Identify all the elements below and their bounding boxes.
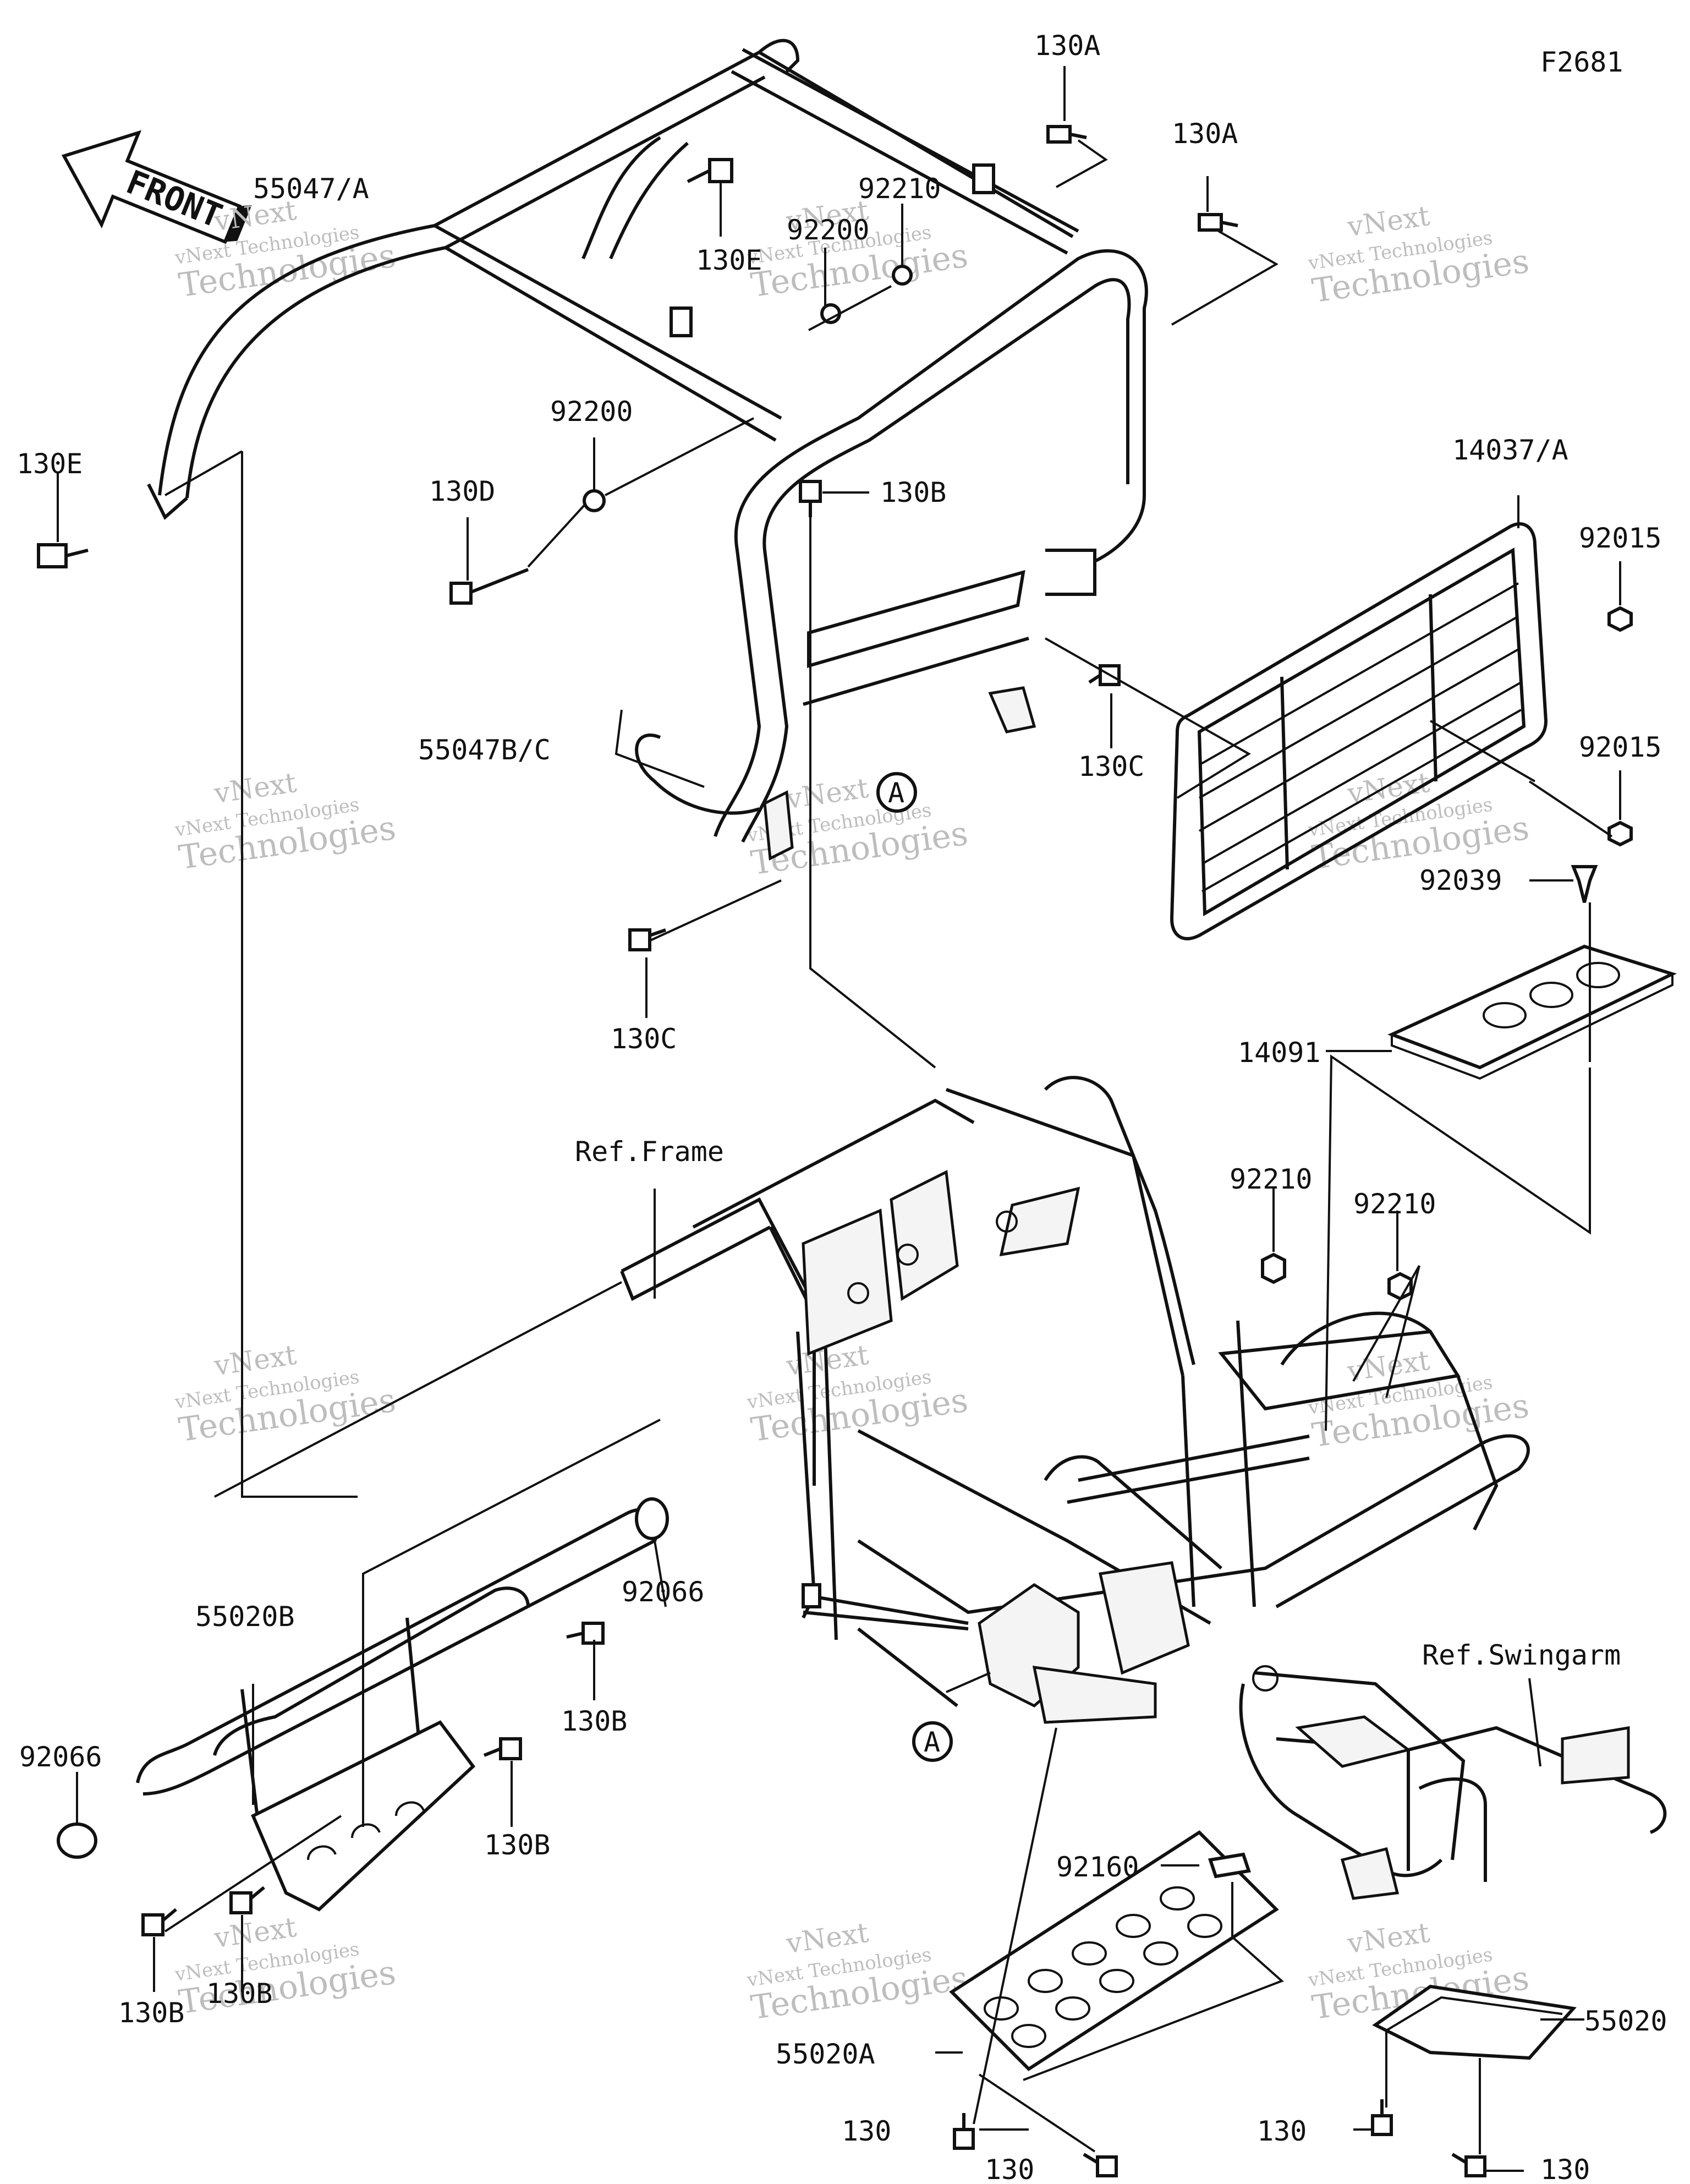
bolt-icon-130b-1 xyxy=(566,1622,605,1645)
label-ref-frame: Ref.Frame xyxy=(575,1136,724,1168)
label-92210-a: 92210 xyxy=(1230,1163,1313,1195)
label-130-3: 130 xyxy=(1257,2115,1307,2147)
label-92210-b: 92210 xyxy=(1353,1188,1436,1220)
watermark-lower-center: vNext vNext Technologies Technologies xyxy=(745,1339,970,1449)
skid-plate-14091 xyxy=(1387,944,1677,1080)
nut-icon-92210-a xyxy=(1261,1252,1286,1284)
clip-icon-92039 xyxy=(1571,865,1598,903)
watermark-bottom-center: vNext vNext Technologies Technologies xyxy=(745,1917,970,2027)
bolt-icon-130e-left xyxy=(37,543,89,568)
label-92200-top: 92200 xyxy=(787,214,870,246)
skid-plate-55020 xyxy=(1372,1984,1577,2060)
bolt-icon-130-2 xyxy=(1083,2153,1118,2177)
figure-code: F2681 xyxy=(1540,46,1623,78)
bolt-icon-130-3 xyxy=(1371,2099,1393,2136)
watermark-top-right: vNext vNext Technologies Technologies xyxy=(1307,200,1532,310)
label-130-1: 130 xyxy=(842,2115,891,2147)
label-130b-3: 130B xyxy=(118,1997,184,2029)
label-55020a: 55020A xyxy=(776,2038,875,2070)
label-130a-1: 130A xyxy=(1034,30,1100,62)
label-130a-2: 130A xyxy=(1172,118,1238,150)
label-55047a: 55047/A xyxy=(253,173,369,205)
label-130b-top: 130B xyxy=(880,477,946,508)
washer-icon-92210-top xyxy=(892,265,913,286)
label-92066-1: 92066 xyxy=(622,1576,705,1608)
cap-icon-92066-1 xyxy=(635,1497,669,1540)
label-92160: 92160 xyxy=(1056,1851,1139,1883)
label-92210-top: 92210 xyxy=(858,173,941,205)
label-92200-mid: 92200 xyxy=(550,396,633,428)
label-130e-left: 130E xyxy=(17,448,83,480)
svg-text:A: A xyxy=(888,777,904,809)
guard-55047bc xyxy=(635,249,1148,861)
label-92015-2: 92015 xyxy=(1579,731,1662,763)
svg-text:vNext: vNext xyxy=(784,1917,870,1959)
nut-icon-92015-1 xyxy=(1607,606,1633,632)
skid-plate-55020a xyxy=(949,1830,1279,2071)
pad-92160 xyxy=(1208,1852,1251,1879)
bolt-icon-130d xyxy=(449,568,529,605)
label-130c-2: 130C xyxy=(611,1023,677,1055)
watermark-mid-left: vNext vNext Technologies Technologies xyxy=(173,767,398,877)
label-130e-top: 130E xyxy=(696,244,762,276)
bolt-icon-130c-2 xyxy=(628,928,666,951)
front-arrow-label: FRONT xyxy=(121,163,228,236)
svg-text:vNext: vNext xyxy=(212,1339,298,1382)
label-130-2: 130 xyxy=(985,2154,1034,2184)
label-55020b: 55020B xyxy=(195,1601,295,1633)
swingarm xyxy=(1239,1665,1667,1900)
bolt-icon-130b-4 xyxy=(229,1886,265,1914)
nut-icon-92210-b xyxy=(1387,1272,1413,1301)
label-92039: 92039 xyxy=(1419,864,1502,896)
bolt-icon-130a-1 xyxy=(1046,125,1087,144)
label-55020: 55020 xyxy=(1584,2005,1667,2037)
watermark-bottom-left: vNext vNext Technologies Technologies xyxy=(173,1911,398,2022)
svg-text:vNext: vNext xyxy=(1345,1917,1431,1959)
bolt-icon-130c-1 xyxy=(1088,664,1121,686)
svg-text:vNext: vNext xyxy=(1345,200,1431,243)
guard-55047a xyxy=(147,39,1079,520)
svg-text:vNext: vNext xyxy=(212,767,298,809)
bolt-icon-130e-top xyxy=(687,158,733,183)
nut-icon-92015-2 xyxy=(1607,820,1633,847)
watermark-lower-left: vNext vNext Technologies Technologies xyxy=(173,1339,398,1449)
label-92015-1: 92015 xyxy=(1579,522,1662,554)
label-130b-1: 130B xyxy=(561,1705,627,1737)
svg-text:vNext: vNext xyxy=(784,772,870,815)
bolt-icon-130a-2 xyxy=(1198,213,1238,232)
svg-text:A: A xyxy=(924,1726,940,1758)
svg-text:vNext: vNext xyxy=(212,1911,298,1954)
label-92066-2: 92066 xyxy=(19,1741,102,1773)
label-130c-1: 130C xyxy=(1078,751,1144,782)
main-frame xyxy=(620,1076,1530,1724)
label-130-4: 130 xyxy=(1540,2154,1590,2184)
ref-marker-a-top: A xyxy=(876,772,917,813)
bolt-icon-130-4 xyxy=(1451,2153,1486,2177)
label-130b-4: 130B xyxy=(206,1978,272,2010)
label-14091: 14091 xyxy=(1238,1037,1321,1069)
cargo-rack-14037a xyxy=(1170,522,1548,940)
label-130b-2: 130B xyxy=(484,1829,550,1861)
washer-icon-92200-mid xyxy=(583,489,606,512)
label-130d: 130D xyxy=(429,475,495,507)
label-55047bc: 55047B/C xyxy=(418,734,551,766)
leader-lines xyxy=(57,66,1621,2172)
cap-icon-92066-2 xyxy=(57,1822,97,1859)
bolt-icon-130b-3 xyxy=(141,1908,177,1936)
ref-marker-a-bottom: A xyxy=(912,1721,953,1762)
bolt-icon-130-1 xyxy=(953,2113,975,2150)
bolt-icon-130b-2 xyxy=(483,1737,522,1760)
label-14037a: 14037/A xyxy=(1452,434,1568,466)
bolt-icon-130b-top xyxy=(799,480,822,517)
washer-icon-92200-top xyxy=(820,303,841,324)
label-ref-swingarm: Ref.Swingarm xyxy=(1422,1639,1621,1671)
